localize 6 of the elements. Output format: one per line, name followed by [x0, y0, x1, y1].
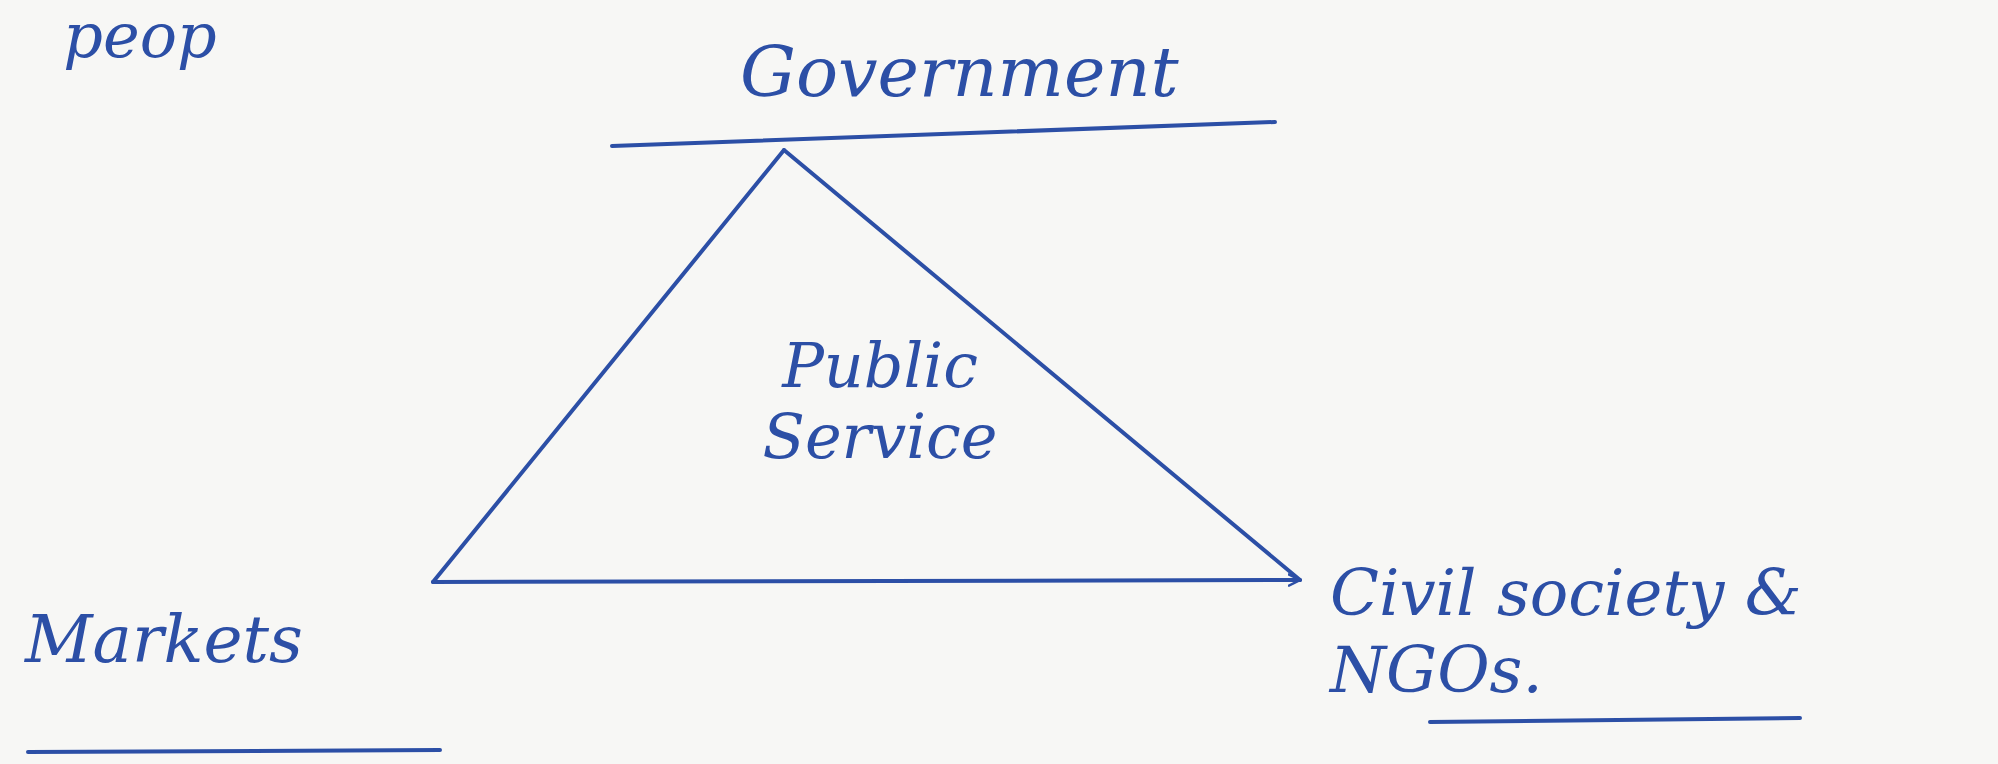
arrow	[431, 572, 1302, 588]
handwritten-note: peop	[62, 0, 218, 72]
node-label: Civil society & NGOs.	[1330, 555, 1803, 709]
node-label: Markets	[25, 600, 303, 680]
handwritten-note: Public Service	[761, 330, 999, 473]
node-label: Government	[740, 30, 1179, 114]
